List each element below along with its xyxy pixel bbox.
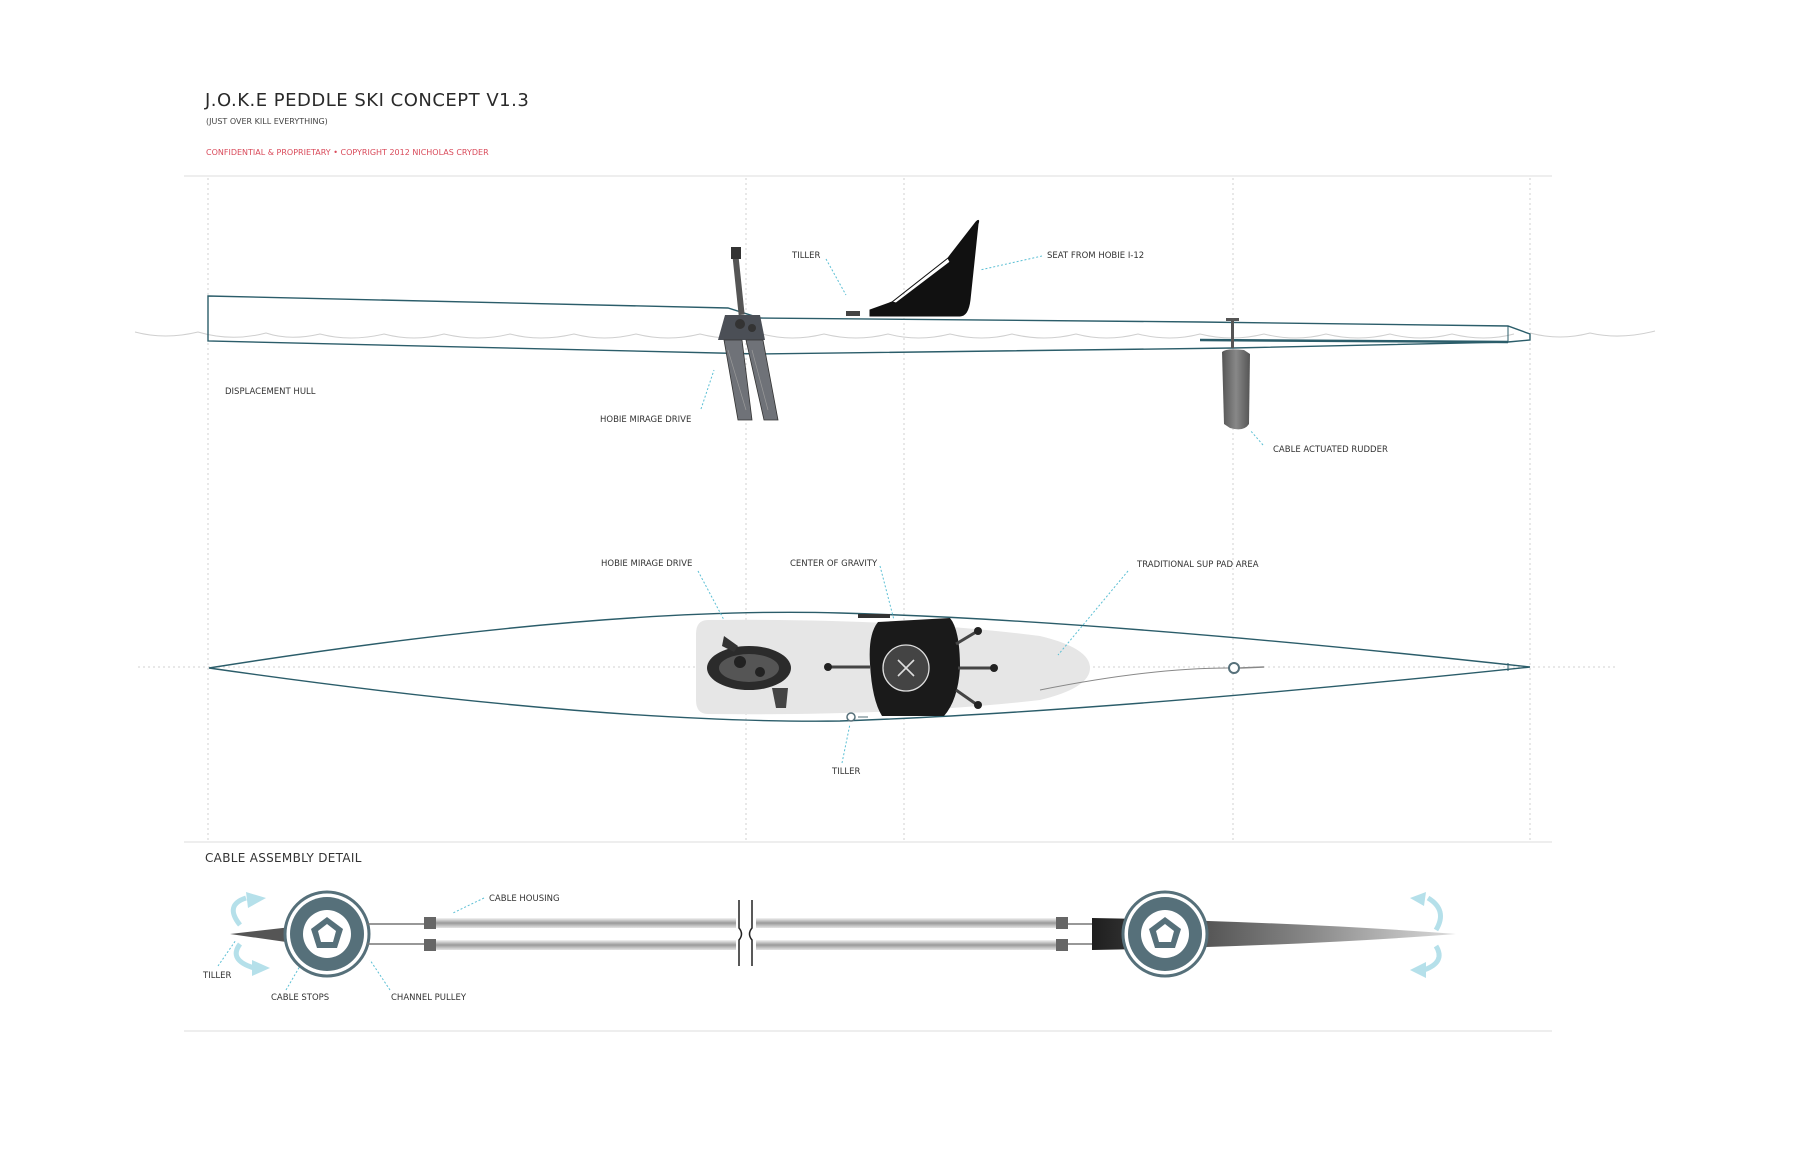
side-hull — [207, 295, 1531, 355]
side-drive-label: HOBIE MIRAGE DRIVE — [600, 415, 691, 425]
frame-lines — [184, 175, 1552, 1032]
top-tiller-label: TILLER — [831, 767, 861, 777]
top-tiller-icon — [846, 712, 856, 722]
station-lines — [138, 178, 1615, 840]
side-view: TILLER SEAT FROM HOBIE I-12 DISPLACEMENT… — [134, 219, 1656, 455]
side-tiller-icon — [846, 311, 860, 316]
right-pulley-icon — [1121, 890, 1209, 978]
cable-stops-label: CABLE STOPS — [271, 993, 329, 1003]
cable-section-title: CABLE ASSEMBLY DETAIL — [205, 851, 362, 865]
drawing-subtitle: (JUST OVER KILL EVERYTHING) — [206, 117, 328, 126]
left-pulley-icon — [283, 890, 371, 978]
mirage-drive-side-icon — [718, 247, 779, 421]
seat-icon — [869, 219, 980, 317]
channel-pulley-label: CHANNEL PULLEY — [391, 993, 467, 1003]
cable-housing-label: CABLE HOUSING — [489, 894, 560, 904]
top-view: HOBIE MIRAGE DRIVE CENTER OF GRAVITY TRA… — [208, 559, 1531, 777]
rotation-arrow-left-icon — [230, 895, 255, 971]
confidential-notice: CONFIDENTIAL & PROPRIETARY • COPYRIGHT 2… — [206, 148, 489, 157]
top-leaders — [697, 565, 1129, 764]
waterline-right — [1529, 330, 1656, 338]
side-seat-label: SEAT FROM HOBIE I-12 — [1047, 251, 1144, 261]
cable-leaders — [217, 897, 485, 991]
tiller-arm-icon — [230, 926, 300, 944]
cable-detail: CABLE HOUSING TILLER CABLE STOPS CHANNEL… — [202, 890, 1456, 1003]
top-cog-label: CENTER OF GRAVITY — [790, 559, 878, 569]
mirage-drive-top-icon — [707, 636, 791, 708]
side-hull-label: DISPLACEMENT HULL — [225, 387, 316, 397]
drawing-title: J.O.K.E PEDDLE SKI CONCEPT V1.3 — [205, 90, 530, 111]
top-hull — [208, 611, 1531, 722]
rotation-arrow-right-icon — [1423, 895, 1443, 973]
side-leaders — [700, 255, 1264, 446]
side-rudder-label: CABLE ACTUATED RUDDER — [1273, 445, 1388, 455]
break-mark-icon — [738, 900, 753, 966]
rudder-cable — [1039, 667, 1229, 691]
top-drive-label: HOBIE MIRAGE DRIVE — [601, 559, 692, 569]
cable-tiller-label: TILLER — [202, 971, 232, 981]
seat-top-icon — [824, 614, 998, 716]
top-sup-label: TRADITIONAL SUP PAD AREA — [1136, 560, 1259, 570]
waterline — [134, 331, 1515, 339]
side-tiller-label: TILLER — [791, 251, 821, 261]
cable-housing-rods — [367, 917, 1116, 951]
rudder-side-icon — [1222, 318, 1250, 430]
rudder-top-icon — [1228, 662, 1240, 674]
